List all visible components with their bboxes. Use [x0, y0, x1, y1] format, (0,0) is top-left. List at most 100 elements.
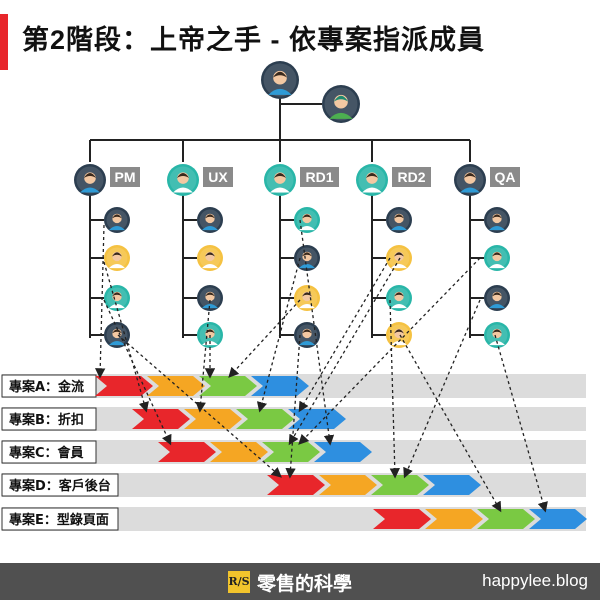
project-C-stage-1 — [158, 442, 216, 462]
team-label-bg-rd2 — [392, 167, 431, 187]
team-label-bg-pm — [110, 167, 140, 187]
assignment-arrow-16 — [494, 334, 548, 513]
member-avatar-rd1-1-hair — [302, 214, 312, 219]
project-D-stage-3 — [371, 475, 429, 495]
member-avatar-pm-3-hair — [112, 292, 122, 297]
member-avatar-rd2-2-hair — [394, 252, 404, 257]
member-avatar-pm-2 — [104, 245, 130, 271]
team-label-bg-qa — [490, 167, 520, 187]
member-avatar-qa-3-hair — [492, 292, 502, 297]
team-lead-avatar-qa — [454, 164, 486, 196]
member-avatar-rd1-4 — [294, 322, 320, 348]
footer-brand: 零售的科學 — [257, 574, 353, 595]
project-B-stage-2 — [184, 409, 242, 429]
team-label-qa: QA — [495, 169, 516, 185]
team-label-pm: PM — [115, 169, 136, 185]
project-A-stage-3 — [199, 376, 257, 396]
member-avatar-qa-1 — [484, 207, 510, 233]
project-label-box-B — [1, 407, 97, 431]
member-avatar-pm-1 — [104, 207, 130, 233]
project-B-stage-4 — [288, 409, 346, 429]
team-label-bg-rd1 — [300, 167, 339, 187]
footer-site: happylee.blog — [482, 571, 588, 590]
member-avatar-qa-2-hair — [492, 252, 502, 257]
project-E-stage-1 — [373, 509, 431, 529]
project-label-D: 專案D：客戶後台 — [9, 478, 111, 494]
member-avatar-rd2-2 — [386, 245, 412, 271]
project-label-E: 專案E：型錄頁面 — [9, 512, 109, 528]
member-avatar-rd2-3-hair — [394, 292, 404, 297]
team-lead-avatar-ux — [167, 164, 199, 196]
project-A-stage-2 — [147, 376, 205, 396]
assignment-arrow-3 — [103, 299, 172, 446]
project-label-box-E — [1, 507, 119, 531]
assignment-arrow-7 — [228, 299, 301, 378]
member-avatar-ux-1 — [197, 207, 223, 233]
member-avatar-qa-1-hair — [492, 214, 502, 219]
project-label-box-C — [1, 440, 97, 464]
team-lead-avatar-rd2-hair — [365, 173, 379, 179]
project-A-stage-1 — [95, 376, 153, 396]
team-lead-avatar-pm-hair — [83, 173, 97, 179]
assignment-arrow-17 — [298, 257, 481, 445]
footer-bar — [0, 563, 600, 600]
team-label-bg-ux — [203, 167, 233, 187]
member-avatar-qa-4-hair — [492, 329, 502, 334]
team-label-rd2: RD2 — [397, 169, 425, 185]
project-C-stage-4 — [314, 442, 372, 462]
assignment-arrow-15 — [403, 299, 481, 479]
member-avatar-rd2-3 — [386, 285, 412, 311]
assignment-arrow-1 — [95, 224, 106, 379]
project-D-stage-1 — [267, 475, 325, 495]
member-avatar-rd1-1 — [294, 207, 320, 233]
assignment-arrow-6 — [195, 299, 211, 413]
manager-avatar-hair — [272, 71, 288, 78]
title-accent-bar — [0, 14, 8, 70]
assignment-arrow-2 — [103, 261, 149, 413]
project-D-stage-2 — [319, 475, 377, 495]
member-avatar-pm-2-hair — [112, 252, 122, 257]
member-avatar-pm-1-hair — [112, 214, 122, 219]
manager-avatar — [261, 61, 299, 99]
member-avatar-qa-3 — [484, 285, 510, 311]
team-lead-avatar-ux-hair — [176, 173, 190, 179]
member-avatar-rd1-4-hair — [302, 329, 312, 334]
assignment-arrow-9 — [299, 219, 335, 446]
member-avatar-ux-1-hair — [205, 214, 215, 219]
member-avatar-rd2-4 — [386, 322, 412, 348]
team-lead-avatar-rd1-hair — [273, 173, 287, 179]
assignment-arrow-8 — [256, 257, 301, 413]
team-label-ux: UX — [208, 169, 228, 185]
member-avatar-ux-3 — [197, 285, 223, 311]
member-avatar-rd2-1 — [386, 207, 412, 233]
project-C-stage-2 — [210, 442, 268, 462]
member-avatar-pm-4 — [104, 322, 130, 348]
manager-avatar-2 — [322, 85, 360, 123]
project-C-stage-3 — [262, 442, 320, 462]
team-lead-avatar-rd2 — [356, 164, 388, 196]
project-label-B: 專案B：折扣 — [9, 412, 84, 428]
project-label-A: 專案A：金流 — [9, 379, 84, 395]
team-lead-avatar-pm — [74, 164, 106, 196]
team-label-rd1: RD1 — [305, 169, 333, 185]
project-label-C: 專案C：會員 — [9, 445, 84, 461]
member-avatar-ux-2 — [197, 245, 223, 271]
member-avatar-rd1-3 — [294, 285, 320, 311]
team-lead-avatar-qa-hair — [463, 173, 477, 179]
project-D-stage-4 — [423, 475, 481, 495]
member-avatar-pm-4-hair — [112, 329, 122, 334]
project-B-stage-1 — [132, 409, 190, 429]
member-avatar-pm-3 — [104, 285, 130, 311]
member-avatar-qa-2 — [484, 245, 510, 271]
project-E-stage-4 — [529, 509, 587, 529]
member-avatar-rd2-4-hair — [394, 329, 404, 334]
project-E-stage-2 — [425, 509, 483, 529]
manager-avatar-2-hair — [333, 95, 349, 102]
project-B-stage-3 — [236, 409, 294, 429]
member-avatar-rd1-2 — [294, 245, 320, 271]
brand-logo-icon: R/S — [228, 571, 250, 593]
project-label-box-A — [1, 374, 97, 398]
team-lead-avatar-rd1 — [264, 164, 296, 196]
